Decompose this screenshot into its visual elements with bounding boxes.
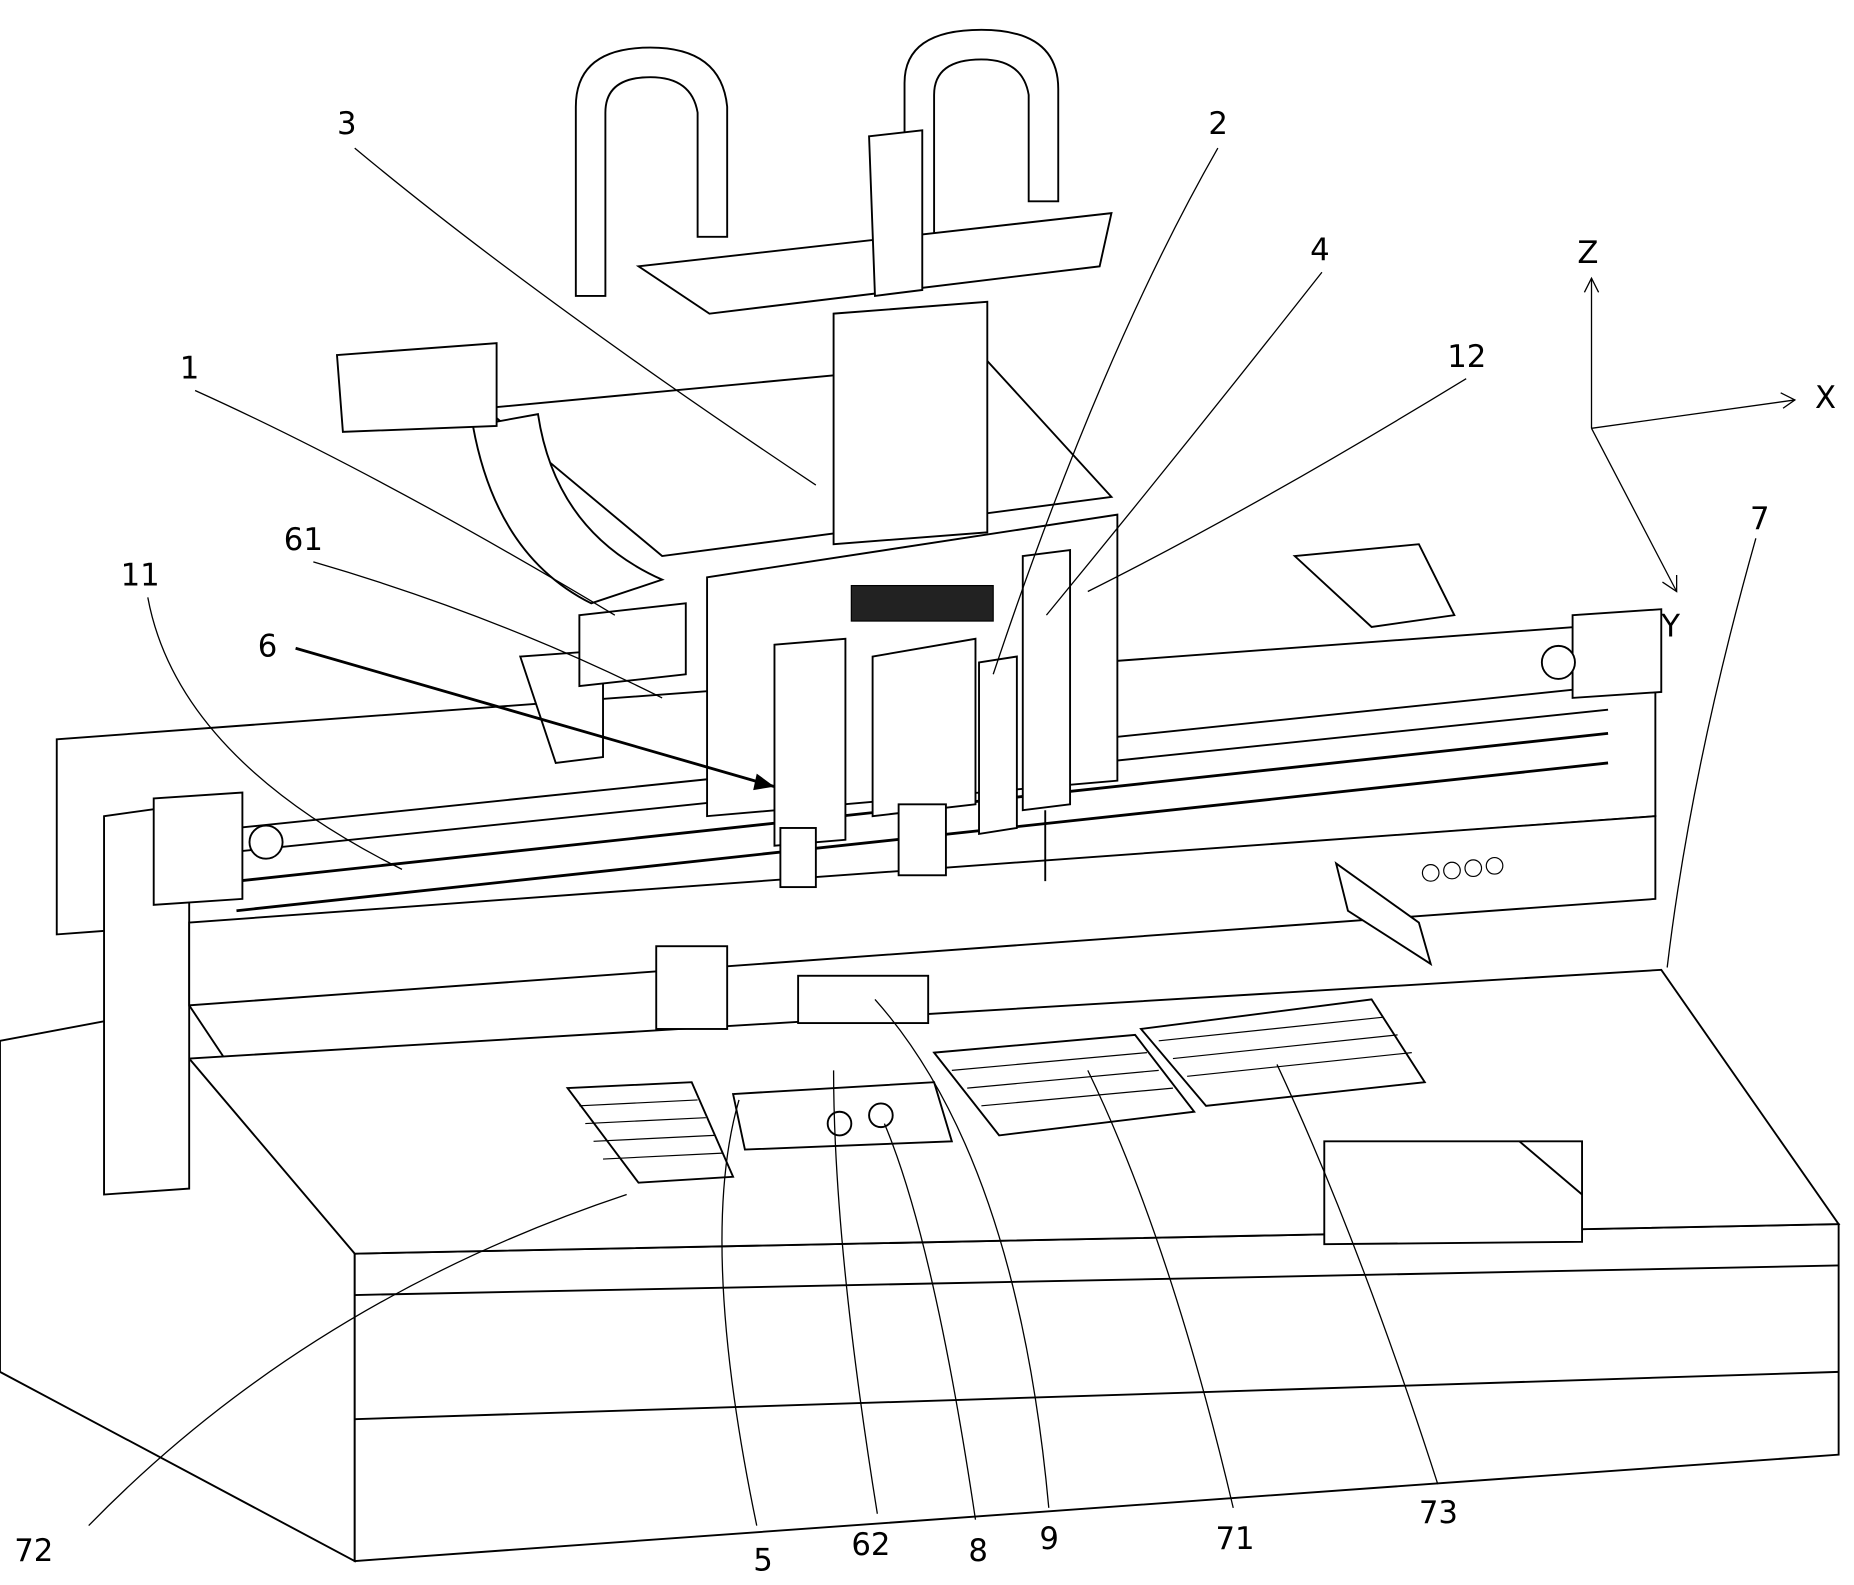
label-4: 4	[1310, 232, 1330, 268]
axis-label-y: Y	[1660, 608, 1680, 644]
label-62: 62	[851, 1527, 890, 1563]
cable-loops	[337, 30, 1111, 603]
label-73: 73	[1419, 1495, 1458, 1531]
axis-label-z: Z	[1577, 235, 1598, 271]
label-7: 7	[1750, 501, 1770, 537]
label-71: 71	[1216, 1521, 1255, 1557]
label-12: 12	[1447, 339, 1486, 375]
label-2: 2	[1208, 106, 1228, 142]
label-9: 9	[1039, 1521, 1059, 1557]
label-5: 5	[753, 1543, 773, 1579]
label-11: 11	[121, 558, 160, 594]
axis-label-x: X	[1815, 380, 1836, 416]
label-1: 1	[180, 351, 200, 387]
label-72: 72	[14, 1533, 53, 1569]
label-61: 61	[284, 522, 323, 558]
label-8: 8	[968, 1533, 988, 1569]
coordinate-axes: Z X Y	[1577, 235, 1836, 645]
label-3: 3	[337, 106, 357, 142]
label-6: 6	[258, 629, 278, 665]
